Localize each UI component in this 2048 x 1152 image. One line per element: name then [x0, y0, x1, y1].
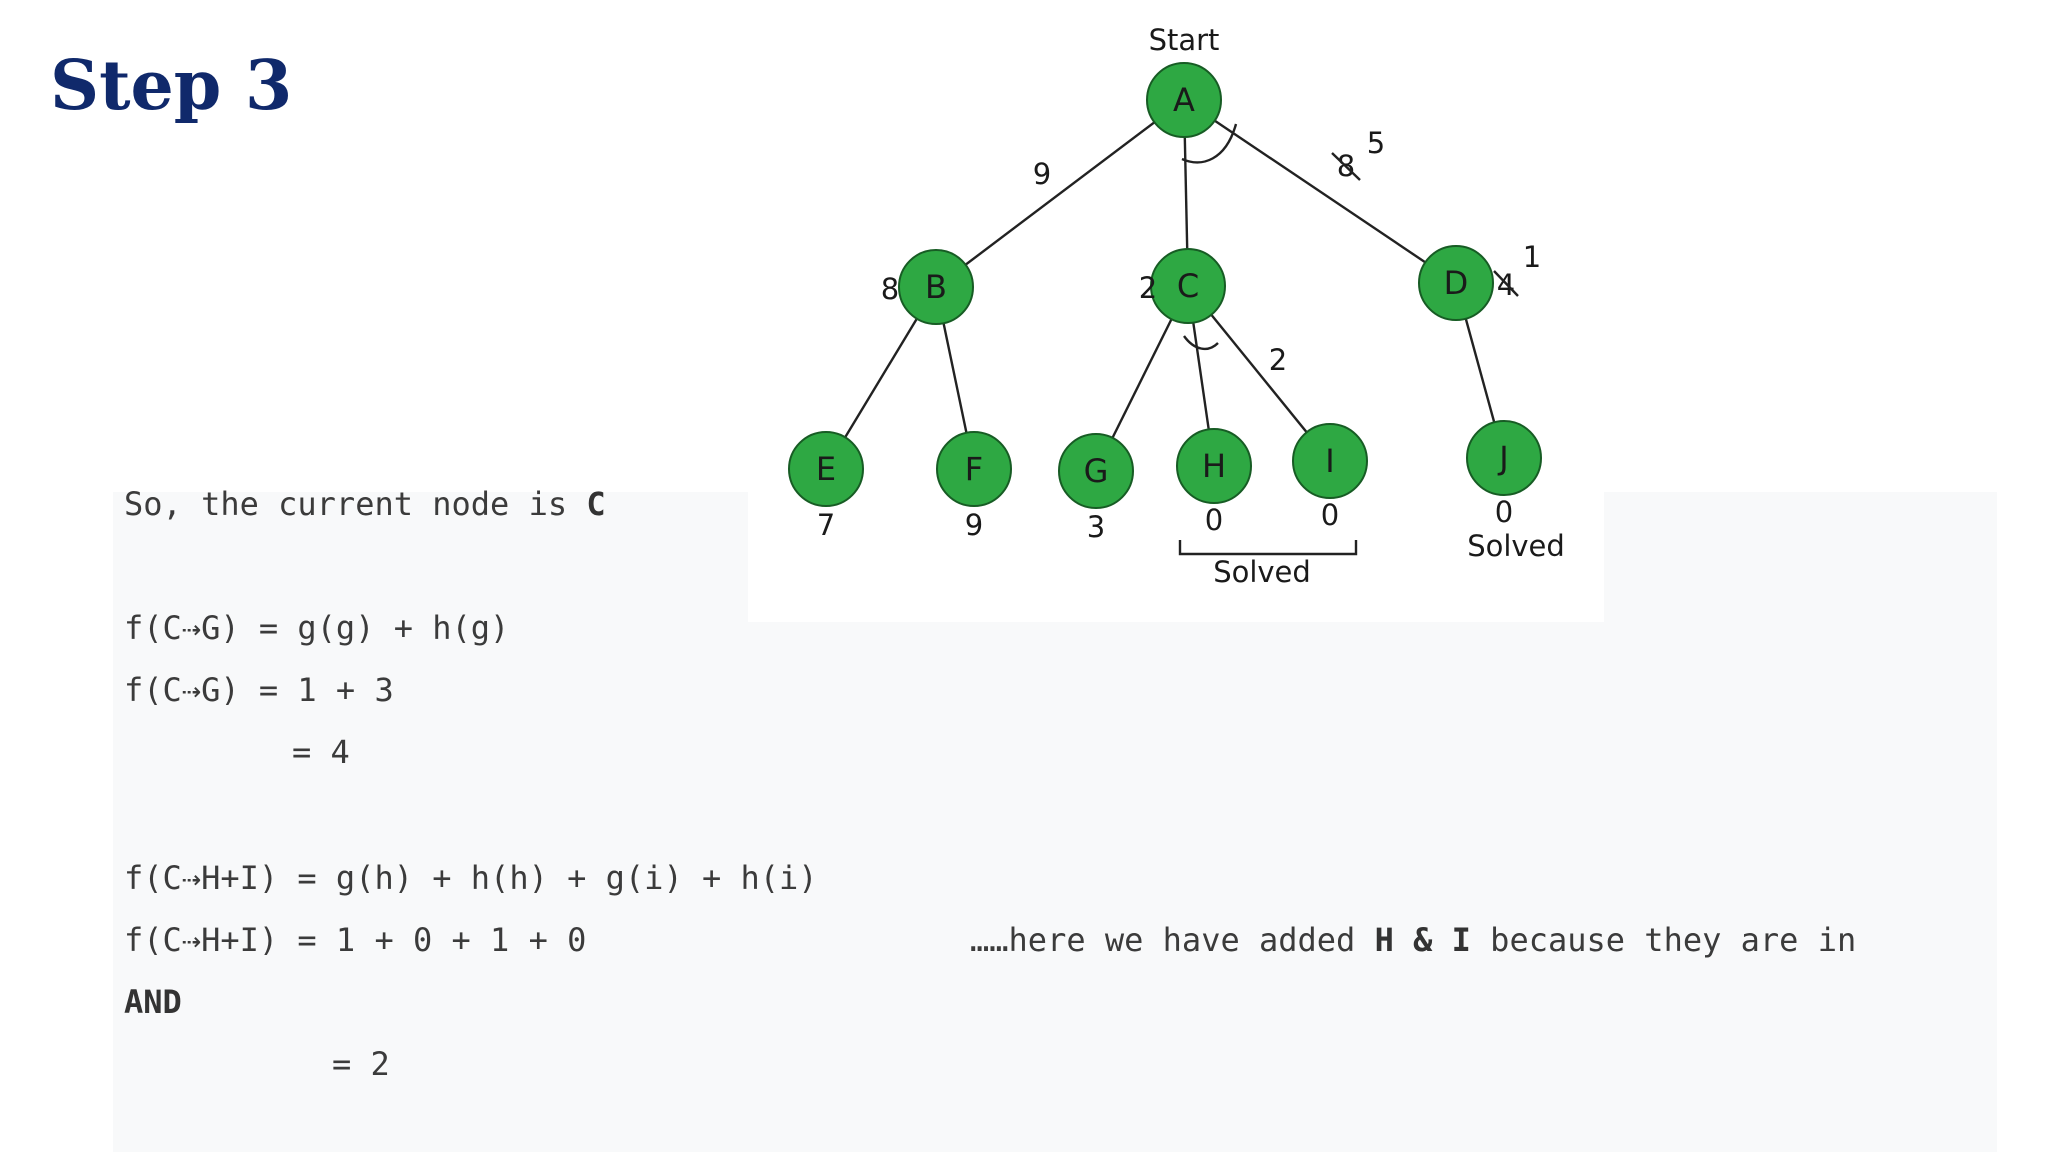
- solved-bracket: [1178, 540, 1358, 556]
- node-label-C: C: [1177, 267, 1199, 305]
- node-A: [1146, 62, 1222, 138]
- current-node-name: C: [586, 485, 606, 523]
- node-E: [788, 431, 864, 507]
- and-note-suffix: because they are in: [1470, 921, 1857, 959]
- nodes-layer: A B C D E F G H I J: [788, 62, 1542, 509]
- solved-hi-label: Solved: [1213, 555, 1311, 589]
- edge-A-B: [935, 99, 1185, 288]
- node-value-H: 0: [1205, 503, 1223, 537]
- formula-line-hi-2: f(C⇢H+I) = 1 + 0 + 1 + 0: [124, 921, 587, 959]
- current-node-text: So, the current node is: [124, 485, 587, 523]
- formula-result-hi: = 2: [332, 1045, 390, 1083]
- node-value-C: 2: [1139, 271, 1157, 305]
- node-label-J: J: [1497, 439, 1508, 477]
- node-J: [1466, 420, 1542, 496]
- node-label-H: H: [1202, 447, 1226, 485]
- edge-label-C-I: 2: [1269, 343, 1287, 377]
- and-note: ……here we have added H & I because they …: [970, 924, 1856, 956]
- node-B: [898, 249, 974, 325]
- node-label-A: A: [1173, 81, 1195, 119]
- node-value-F: 9: [965, 508, 983, 542]
- and-note-bold: H & I: [1374, 921, 1471, 959]
- formula-line-hi-1: f(C⇢H+I) = g(h) + h(h) + g(i) + h(i): [124, 859, 818, 897]
- node-value-I: 0: [1321, 498, 1339, 532]
- slide-title: Step 3: [50, 46, 293, 126]
- node-value-D: 1: [1523, 240, 1541, 274]
- edge-A-D: [1183, 99, 1457, 284]
- node-value-G: 3: [1087, 510, 1105, 544]
- node-F: [936, 431, 1012, 507]
- and-arc-A: [1181, 123, 1238, 164]
- strike-mark-D: [1493, 270, 1519, 297]
- edge-label-A-D: 5: [1367, 126, 1385, 160]
- node-value-B: 8: [881, 272, 899, 306]
- and-note-prefix: ……here we have added: [970, 921, 1375, 959]
- node-label-D: D: [1444, 264, 1469, 302]
- solved-j-label: Solved: [1467, 529, 1565, 563]
- formula-line-g-2: f(C⇢G) = 1 + 3: [124, 671, 394, 709]
- node-G: [1058, 433, 1134, 509]
- node-label-F: F: [965, 450, 983, 488]
- start-label: Start: [1149, 23, 1220, 57]
- node-label-I: I: [1325, 442, 1334, 480]
- and-label: AND: [124, 986, 182, 1018]
- node-value-J: 0: [1495, 495, 1513, 529]
- node-label-B: B: [925, 268, 947, 306]
- node-I: [1292, 423, 1368, 499]
- edge-label-A-B: 9: [1033, 157, 1051, 191]
- node-D: [1418, 245, 1494, 321]
- formula-result-g: = 4: [292, 733, 350, 771]
- and-label-text: AND: [124, 983, 182, 1021]
- and-arc-C: [1183, 335, 1219, 351]
- strike-mark-A-D: [1331, 152, 1361, 181]
- node-C: [1150, 248, 1226, 324]
- and-arcs-layer: [1181, 123, 1238, 351]
- node-label-G: G: [1084, 452, 1109, 490]
- node-H: [1176, 428, 1252, 504]
- node-label-E: E: [816, 450, 836, 488]
- formula-line-g-1: f(C⇢G) = g(g) + h(g): [124, 609, 510, 647]
- node-value-E: 7: [817, 508, 835, 542]
- current-node-line: So, the current node is C: [124, 488, 606, 520]
